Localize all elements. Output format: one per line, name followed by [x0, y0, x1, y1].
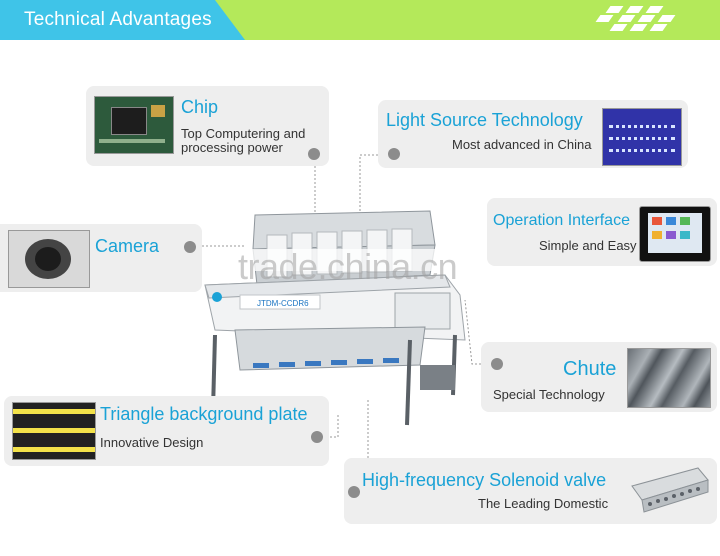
light-source-image	[602, 108, 682, 166]
camera-image	[8, 230, 90, 288]
solenoid-valve-dot	[348, 486, 360, 498]
triangle-plate-subtitle: Innovative Design	[100, 435, 204, 450]
chip-image	[94, 96, 174, 154]
light-source-dot	[388, 148, 400, 160]
triangle-plate-card: Triangle background plate Innovative Des…	[4, 396, 329, 466]
solenoid-valve-subtitle: The Leading Domestic	[478, 496, 609, 511]
operation-interface-subtitle: Simple and Easy	[539, 238, 637, 253]
camera-card: Camera	[0, 224, 202, 292]
chip-dot	[308, 148, 320, 160]
triangle-plate-image	[12, 402, 96, 460]
chip-title: Chip	[181, 97, 219, 117]
header-title-banner	[0, 0, 245, 40]
light-source-card: Light Source Technology Most advanced in…	[378, 100, 688, 168]
camera-title: Camera	[95, 236, 160, 256]
page-title: Technical Advantages	[24, 9, 212, 30]
solenoid-valve-title: High-frequency Solenoid valve	[362, 470, 607, 490]
solenoid-valve-card: High-frequency Solenoid valve The Leadin…	[344, 458, 717, 524]
chute-card: Chute Special Technology	[481, 342, 717, 412]
camera-dot	[184, 241, 196, 253]
machine-model-label: JTDM-CCDR6	[257, 299, 309, 308]
chute-image	[627, 348, 711, 408]
chip-subtitle-line1: Top Computering and	[181, 126, 306, 141]
light-source-subtitle: Most advanced in China	[452, 137, 592, 152]
chip-subtitle-line2: processing power	[181, 140, 283, 155]
chute-title: Chute	[563, 358, 617, 380]
solenoid-valve-image	[631, 467, 709, 513]
chip-card: Chip Top Computering and processing powe…	[86, 86, 329, 166]
chute-dot	[491, 358, 503, 370]
touchscreen-image	[639, 206, 711, 262]
triangle-plate-dot	[311, 431, 323, 443]
operation-interface-title: Operation Interface	[493, 212, 630, 229]
watermark-text: trade.china.cn	[238, 246, 458, 287]
chute-subtitle: Special Technology	[493, 387, 605, 402]
triangle-plate-title: Triangle background plate	[100, 404, 308, 424]
operation-interface-card: Operation Interface Simple and Easy	[487, 198, 717, 266]
light-source-title: Light Source Technology	[386, 110, 583, 130]
